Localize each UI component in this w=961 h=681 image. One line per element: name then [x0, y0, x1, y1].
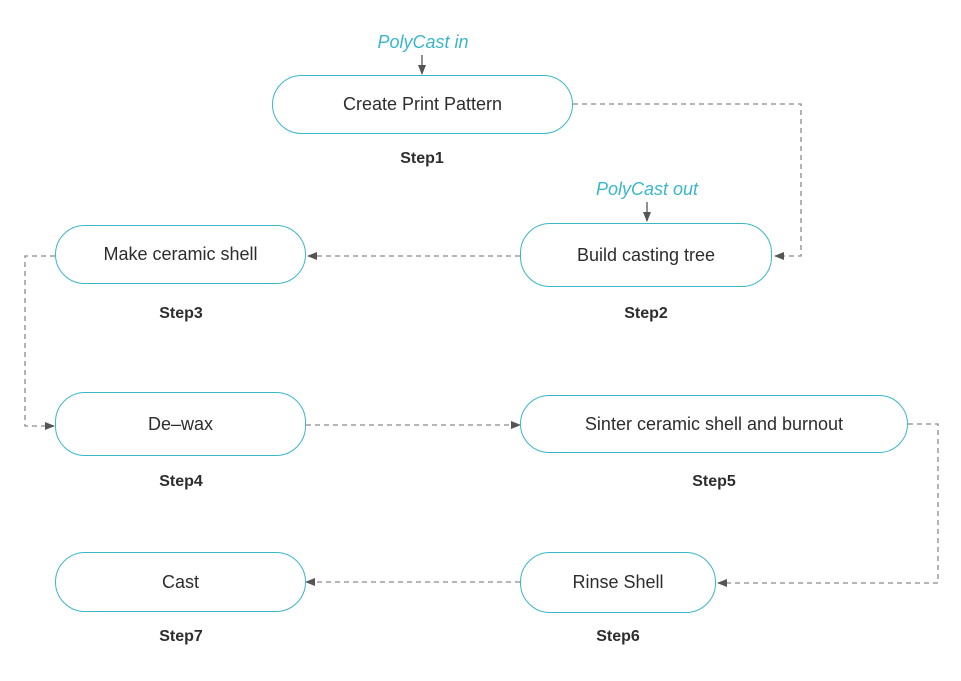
step3-label: Step3 [159, 305, 203, 322]
step2-label: Step2 [624, 305, 668, 322]
step6-node: Rinse Shell [520, 552, 716, 613]
step7-node: Cast [55, 552, 306, 612]
polycast-in-label: PolyCast in [377, 32, 469, 52]
connector-step3-to-step4 [24, 255, 55, 430]
step7-label: Step7 [159, 628, 203, 645]
step2-node: Build casting tree [520, 223, 772, 287]
step6-label: Step6 [596, 628, 640, 645]
step1-node: Create Print Pattern [272, 75, 573, 134]
step5-node: Sinter ceramic shell and burnout [520, 395, 908, 453]
step1-label: Step1 [400, 150, 444, 167]
step3-node: Make ceramic shell [55, 225, 306, 284]
polycast-out-label: PolyCast out [595, 179, 699, 199]
connector-step5-to-step6 [717, 423, 939, 587]
step5-label: Step5 [692, 473, 736, 490]
step4-label: Step4 [159, 473, 203, 490]
step4-node: De–wax [55, 392, 306, 456]
